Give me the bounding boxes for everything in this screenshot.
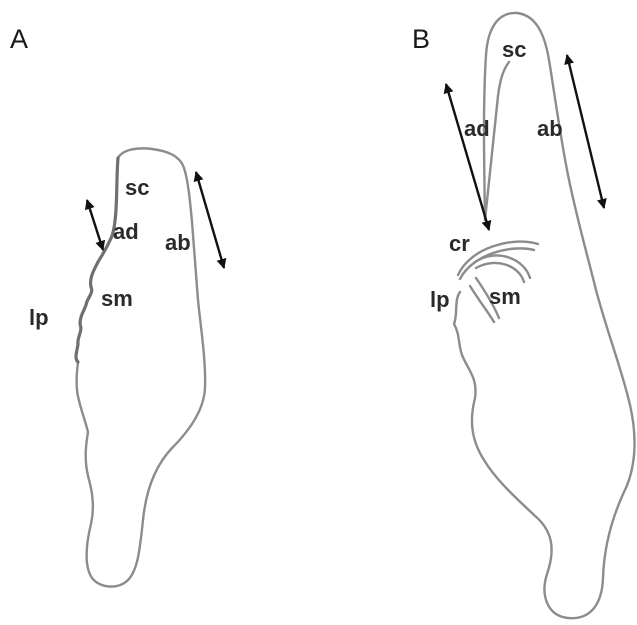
panel-a-ad-arrow	[87, 200, 103, 250]
panel-b-sc-label: sc	[502, 37, 526, 62]
panel-a: A sc ad ab sm lp	[10, 24, 224, 587]
panel-b-label: B	[412, 24, 430, 54]
panel-a-sc-label: sc	[125, 175, 149, 200]
panel-a-cell-outline	[77, 148, 206, 586]
panel-a-label: A	[10, 24, 28, 54]
panel-b-crest-outline	[458, 242, 538, 279]
panel-b-ad-label: ad	[464, 116, 490, 141]
panel-b-ad-arrow	[446, 84, 489, 230]
panel-a-lp-label: lp	[29, 305, 49, 330]
panel-a-ab-arrow	[196, 172, 224, 268]
panel-a-ab-label: ab	[165, 230, 191, 255]
panel-a-ad-label: ad	[113, 219, 139, 244]
panel-b-sm-label: sm	[489, 284, 521, 309]
panel-b-cr-label: cr	[449, 231, 470, 256]
panel-a-sm-label: sm	[101, 286, 133, 311]
panel-b-scutum-cleft-outline	[485, 62, 509, 220]
panel-b: B sc ad ab cr sm lp	[412, 13, 635, 618]
panel-b-ab-arrow	[567, 55, 604, 208]
panel-b-cell-outline	[454, 13, 635, 618]
panel-b-ab-label: ab	[537, 116, 563, 141]
panel-b-lp-label: lp	[430, 287, 450, 312]
panel-a-lp-region-outline	[76, 158, 118, 362]
